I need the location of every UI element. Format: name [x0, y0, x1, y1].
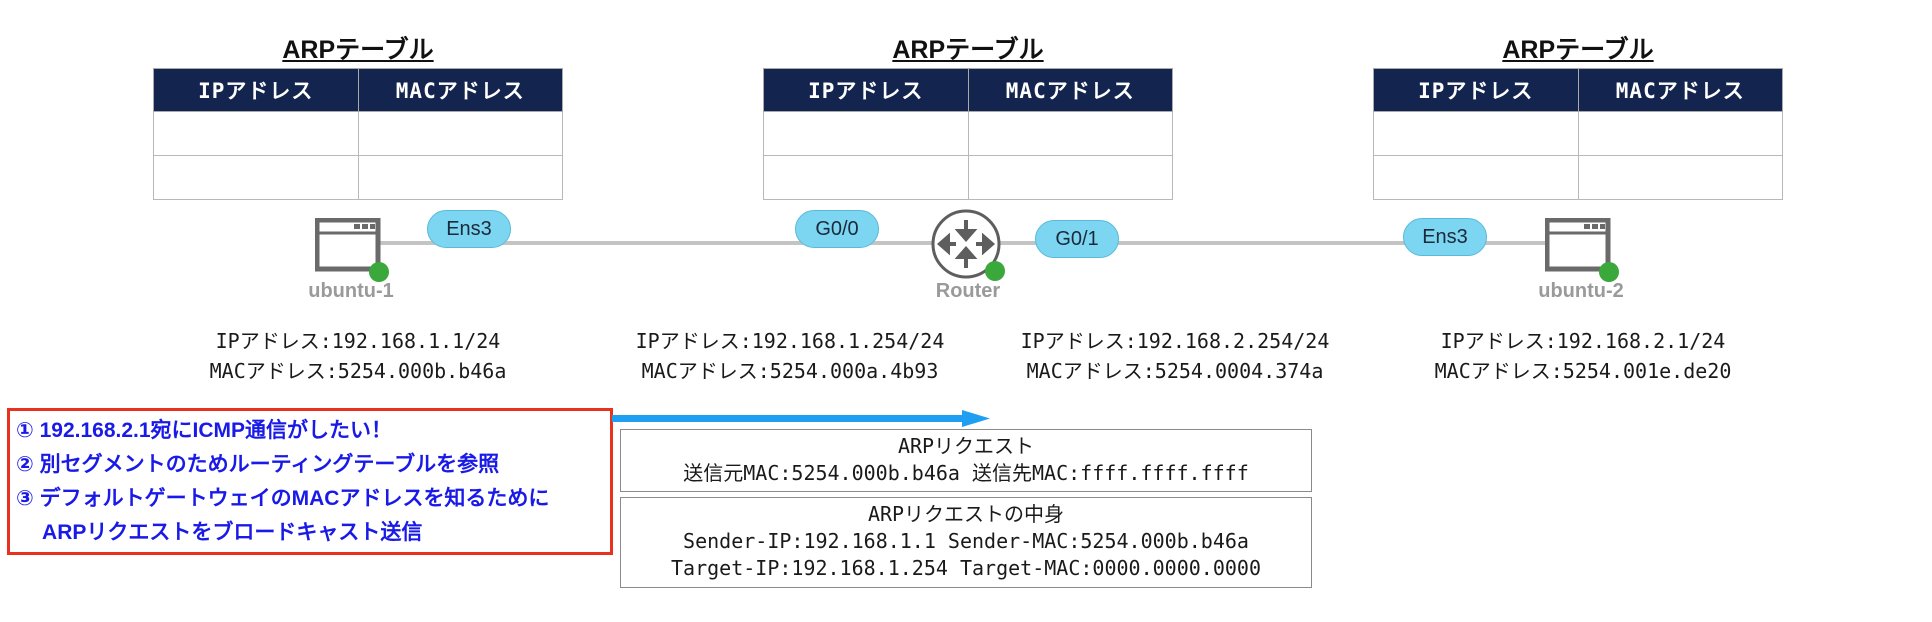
router-icon — [931, 209, 1001, 279]
table-row — [1373, 111, 1783, 156]
column-header-ip: IPアドレス — [1373, 68, 1579, 112]
table-cell — [763, 155, 969, 200]
mac-address: MACアドレス:5254.001e.de20 — [1434, 359, 1732, 383]
ubuntu2-node[interactable] — [1544, 217, 1619, 283]
interface-badge-ens3-right[interactable]: Ens3 — [1403, 218, 1487, 256]
arp-request-frame: ARPリクエスト 送信元MAC:5254.000b.b46a 送信先MAC:ff… — [620, 429, 1312, 492]
ip-address: IPアドレス:192.168.1.254/24 — [635, 329, 945, 353]
arp-contents-title: ARPリクエストの中身 — [867, 502, 1065, 526]
table-cell — [763, 111, 969, 156]
node-label-ubuntu1: ubuntu-1 — [308, 280, 394, 302]
node-label-ubuntu2: ubuntu-2 — [1538, 280, 1624, 302]
table-row — [153, 111, 563, 156]
table-cell — [1577, 111, 1783, 156]
table-cell — [357, 111, 563, 156]
ip-address: IPアドレス:192.168.1.1/24 — [215, 329, 501, 353]
table-cell — [1373, 111, 1579, 156]
arp-request-contents: ARPリクエストの中身 Sender-IP:192.168.1.1 Sender… — [620, 497, 1312, 588]
step-3: ③ デフォルトゲートウェイのMACアドレスを知るために — [16, 487, 550, 510]
arp-table-title: ARPテーブル — [892, 36, 1044, 64]
table-row — [763, 111, 1173, 156]
arp-sender-info: Sender-IP:192.168.1.1 Sender-MAC:5254.00… — [683, 529, 1249, 553]
mac-address: MACアドレス:5254.000a.4b93 — [641, 359, 939, 383]
column-header-mac: MACアドレス — [357, 68, 563, 112]
table-row — [763, 155, 1173, 200]
table-cell — [1373, 155, 1579, 200]
arp-request-header: 送信元MAC:5254.000b.b46a 送信先MAC:ffff.ffff.f… — [683, 461, 1249, 485]
arp-request-title: ARPリクエスト — [897, 434, 1035, 458]
arp-target-info: Target-IP:192.168.1.254 Target-MAC:0000.… — [670, 556, 1261, 580]
server-window-icon — [1544, 217, 1611, 272]
steps-note-box: ① 192.168.2.1宛にICMP通信がしたい！ ② 別セグメントのためルー… — [7, 408, 613, 555]
ubuntu2-address-info: IPアドレス:192.168.2.1/24 MACアドレス:5254.001e.… — [1393, 326, 1773, 386]
status-ok-icon — [1599, 262, 1619, 282]
table-cell — [357, 155, 563, 200]
table-cell — [1577, 155, 1783, 200]
ip-address: IPアドレス:192.168.2.254/24 — [1020, 329, 1330, 353]
column-header-ip: IPアドレス — [763, 68, 969, 112]
table-cell — [967, 155, 1173, 200]
ip-address: IPアドレス:192.168.2.1/24 — [1440, 329, 1726, 353]
mac-address: MACアドレス:5254.0004.374a — [1026, 359, 1324, 383]
column-header-mac: MACアドレス — [1577, 68, 1783, 112]
step-1: ① 192.168.2.1宛にICMP通信がしたい！ — [16, 419, 393, 442]
node-label-router: Router — [935, 280, 1001, 302]
table-cell — [153, 111, 359, 156]
column-header-ip: IPアドレス — [153, 68, 359, 112]
mac-address: MACアドレス:5254.000b.b46a — [209, 359, 507, 383]
interface-badge-ens3-left[interactable]: Ens3 — [427, 210, 511, 248]
interface-badge-g0-1[interactable]: G0/1 — [1035, 220, 1119, 258]
status-ok-icon — [369, 262, 389, 282]
table-row — [1373, 155, 1783, 200]
ubuntu1-address-info: IPアドレス:192.168.1.1/24 MACアドレス:5254.000b.… — [153, 326, 563, 386]
step-2: ② 別セグメントのためルーティングテーブルを参照 — [16, 453, 500, 476]
table-cell — [967, 111, 1173, 156]
status-ok-icon — [985, 261, 1005, 281]
ubuntu1-node[interactable] — [314, 217, 389, 283]
router-node[interactable] — [930, 208, 1010, 288]
step-3-cont: ARPリクエストをブロードキャスト送信 — [16, 521, 423, 544]
table-row — [153, 155, 563, 200]
server-window-icon — [314, 217, 381, 272]
router-g00-address-info: IPアドレス:192.168.1.254/24 MACアドレス:5254.000… — [600, 326, 980, 386]
arp-table-title: ARPテーブル — [282, 36, 434, 64]
router-g01-address-info: IPアドレス:192.168.2.254/24 MACアドレス:5254.000… — [985, 326, 1365, 386]
arrow-right-icon — [612, 410, 990, 427]
interface-badge-g0-0[interactable]: G0/0 — [795, 210, 879, 248]
arp-table-title: ARPテーブル — [1502, 36, 1654, 64]
table-cell — [153, 155, 359, 200]
column-header-mac: MACアドレス — [967, 68, 1173, 112]
